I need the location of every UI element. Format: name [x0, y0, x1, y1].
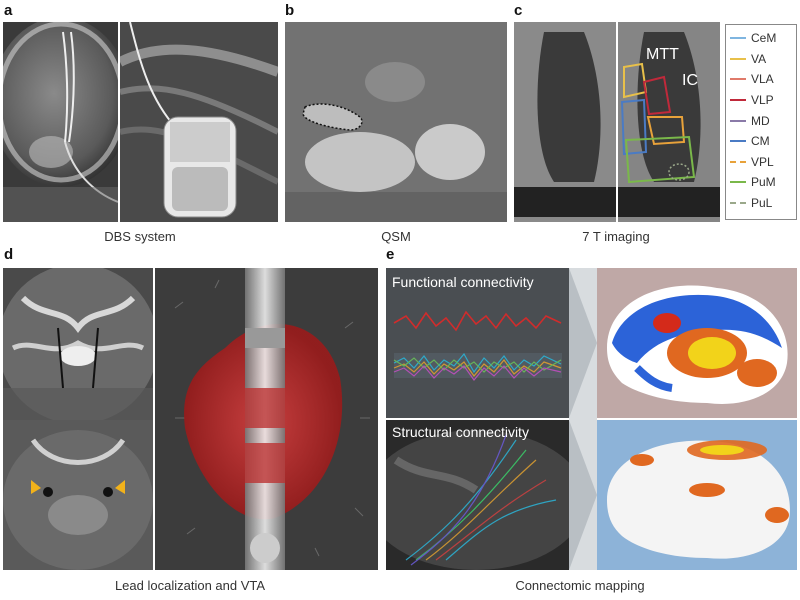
mapping-arrows	[569, 268, 597, 570]
caption-dbs-system: DBS system	[104, 229, 176, 244]
panel-label-d: d	[4, 246, 14, 263]
legend-swatch-icon	[730, 37, 746, 40]
legend-swatch-icon	[730, 99, 746, 102]
structural-connectivity-panel: Structural connectivity	[386, 420, 569, 570]
structural-connectivity-title: Structural connectivity	[392, 424, 529, 440]
legend-item-cm: CM	[730, 131, 792, 152]
legend-swatch-icon	[730, 78, 746, 81]
legend-item-md: MD	[730, 110, 792, 131]
functional-connectivity-panel: Functional connectivity	[386, 268, 569, 418]
mtt-annotation: MTT	[646, 46, 679, 63]
mri-axial-image	[3, 420, 153, 570]
legend-label: PuL	[751, 196, 773, 211]
nuclei-legend: CeM VA VLA VLP MD CM VPL PuM PuL	[725, 24, 797, 220]
legend-label: VLP	[751, 93, 774, 108]
legend-label: CeM	[751, 31, 777, 46]
legend-swatch-icon	[730, 202, 746, 205]
legend-label: VPL	[751, 154, 774, 169]
caption-7t-imaging: 7 T imaging	[582, 229, 650, 244]
panel-label-a: a	[4, 2, 13, 19]
left-arrow-marker-icon	[31, 480, 41, 494]
legend-item-pum: PuM	[730, 172, 792, 193]
legend-swatch-icon	[730, 160, 746, 163]
structural-map-brain	[597, 420, 797, 570]
caption-qsm: QSM	[381, 229, 411, 244]
legend-item-pul: PuL	[730, 193, 792, 214]
legend-swatch-icon	[730, 119, 746, 122]
panel-label-b: b	[285, 2, 295, 19]
functional-connectivity-title: Functional connectivity	[392, 274, 534, 290]
legend-item-cem: CeM	[730, 28, 792, 49]
legend-item-va: VA	[730, 49, 792, 70]
legend-label: PuM	[751, 175, 776, 190]
legend-label: CM	[751, 134, 770, 149]
xray-skull-image	[3, 22, 118, 222]
legend-item-vla: VLA	[730, 69, 792, 90]
legend-swatch-icon	[730, 57, 746, 60]
seven-tesla-image: MTT IC	[514, 22, 720, 222]
vta-rendering	[155, 268, 378, 570]
legend-label: VA	[751, 51, 767, 66]
caption-lead-localization: Lead localization and VTA	[114, 578, 266, 593]
legend-swatch-icon	[730, 181, 746, 184]
legend-label: MD	[751, 113, 770, 128]
legend-label: VLA	[751, 72, 774, 87]
functional-map-brain	[597, 268, 797, 418]
panel-label-e: e	[386, 246, 395, 263]
ic-annotation: IC	[682, 72, 698, 89]
qsm-image	[285, 22, 507, 222]
right-arrow-marker-icon	[115, 480, 125, 494]
mri-coronal-image	[3, 268, 153, 420]
legend-item-vpl: VPL	[730, 152, 792, 173]
legend-swatch-icon	[730, 140, 746, 143]
panel-label-c: c	[514, 2, 523, 19]
caption-connectomic-mapping: Connectomic mapping	[515, 578, 645, 593]
legend-item-vlp: VLP	[730, 90, 792, 111]
xray-chest-image	[120, 22, 278, 222]
